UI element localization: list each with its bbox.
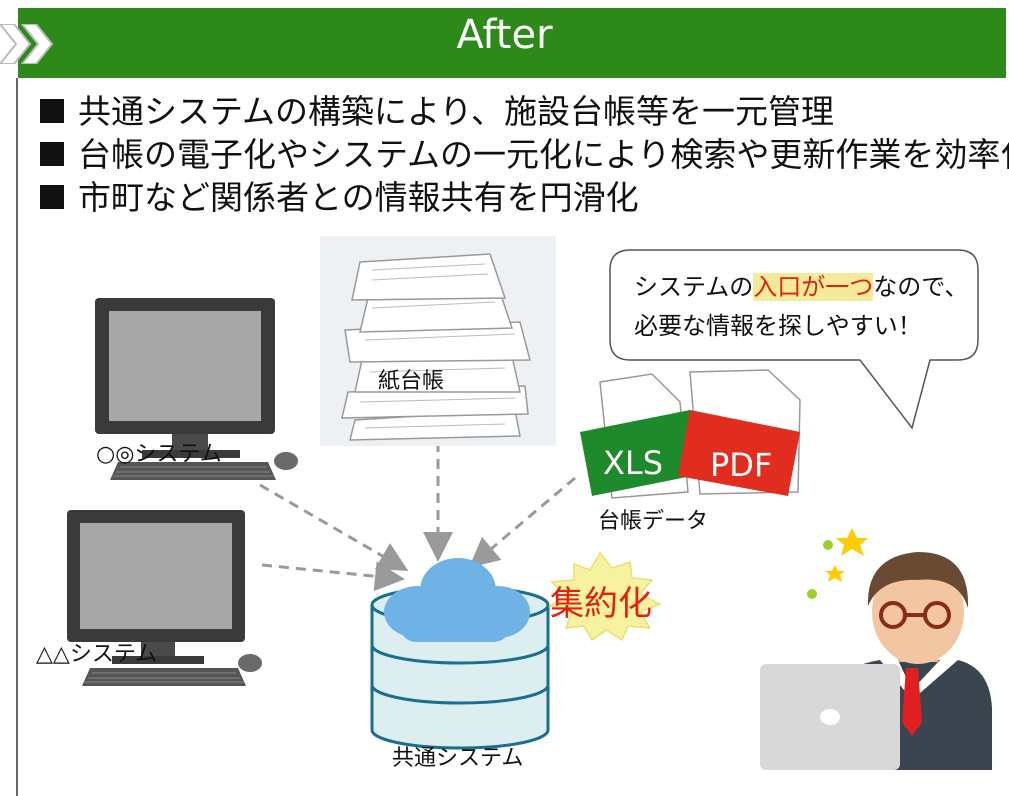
cloud-icon: [384, 558, 530, 642]
bullet-item: 共通システムの構築により、施設台帳等を一元管理: [40, 90, 1009, 133]
flow-arrows: [259, 442, 576, 592]
double-chevron-icon: [0, 24, 54, 64]
bubble-line-2: 必要な情報を探しやすい！: [634, 312, 922, 340]
bullet-square-icon: [40, 185, 64, 209]
bubble-line-1: システムの入口が一つなので、: [634, 273, 969, 301]
arrow-system-b: [261, 561, 405, 592]
bubble-highlight: 入口が一つ: [753, 273, 874, 301]
person-icon: [760, 528, 992, 770]
paper-stack-icon: [320, 236, 556, 446]
bullet-square-icon: [40, 142, 64, 166]
data-documents-icon: [580, 369, 801, 499]
computer-b-icon: [67, 510, 262, 686]
system-a-label: ○◎システム: [96, 442, 222, 467]
header-bar: [18, 8, 1006, 78]
pdf-badge: [678, 410, 800, 496]
starburst-icon: [548, 551, 662, 642]
consolidate-label: 集約化: [550, 584, 652, 624]
speech-bubble: [609, 249, 979, 430]
arrow-system-a: [259, 483, 409, 572]
xls-label: XLS: [603, 444, 664, 482]
ledger-data-label: 台帳データ: [598, 509, 709, 534]
pdf-label: PDF: [710, 446, 773, 484]
computer-a-icon: [95, 298, 298, 480]
bullet-list: 共通システムの構築により、施設台帳等を一元管理 台帳の電子化やシステムの一元化に…: [40, 90, 1009, 219]
bullet-item: 市町など関係者との情報共有を円滑化: [40, 176, 1009, 219]
page-title: After: [456, 12, 553, 58]
bullet-item: 台帳の電子化やシステムの一元化により検索や更新作業を効率化: [40, 133, 1009, 176]
paper-ledger-label: 紙台帳: [378, 369, 445, 394]
bullet-square-icon: [40, 99, 64, 123]
left-border: [16, 78, 18, 796]
common-system-label: 共通システム: [392, 746, 524, 771]
xls-badge: [580, 410, 702, 496]
arrow-data: [468, 476, 576, 568]
system-b-label: △△システム: [36, 642, 158, 667]
